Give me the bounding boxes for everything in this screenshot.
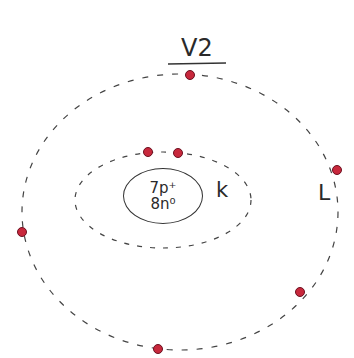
electron <box>296 288 305 297</box>
title: V2 <box>181 34 213 62</box>
inner-shell <box>75 152 251 248</box>
electron <box>333 166 342 175</box>
electron <box>144 148 153 157</box>
electron <box>174 149 183 158</box>
shell-label: k <box>216 178 228 202</box>
nucleus-text: 8n⁰ <box>150 196 175 213</box>
electron <box>154 345 163 354</box>
shell-label: L <box>318 180 330 205</box>
outer-shell <box>22 74 338 350</box>
electron <box>186 71 195 80</box>
nucleus-oval: 7p⁺8n⁰ <box>123 168 203 224</box>
title-underline <box>168 63 226 64</box>
nucleus-text: 7p⁺ <box>150 180 177 197</box>
electron <box>18 228 27 237</box>
